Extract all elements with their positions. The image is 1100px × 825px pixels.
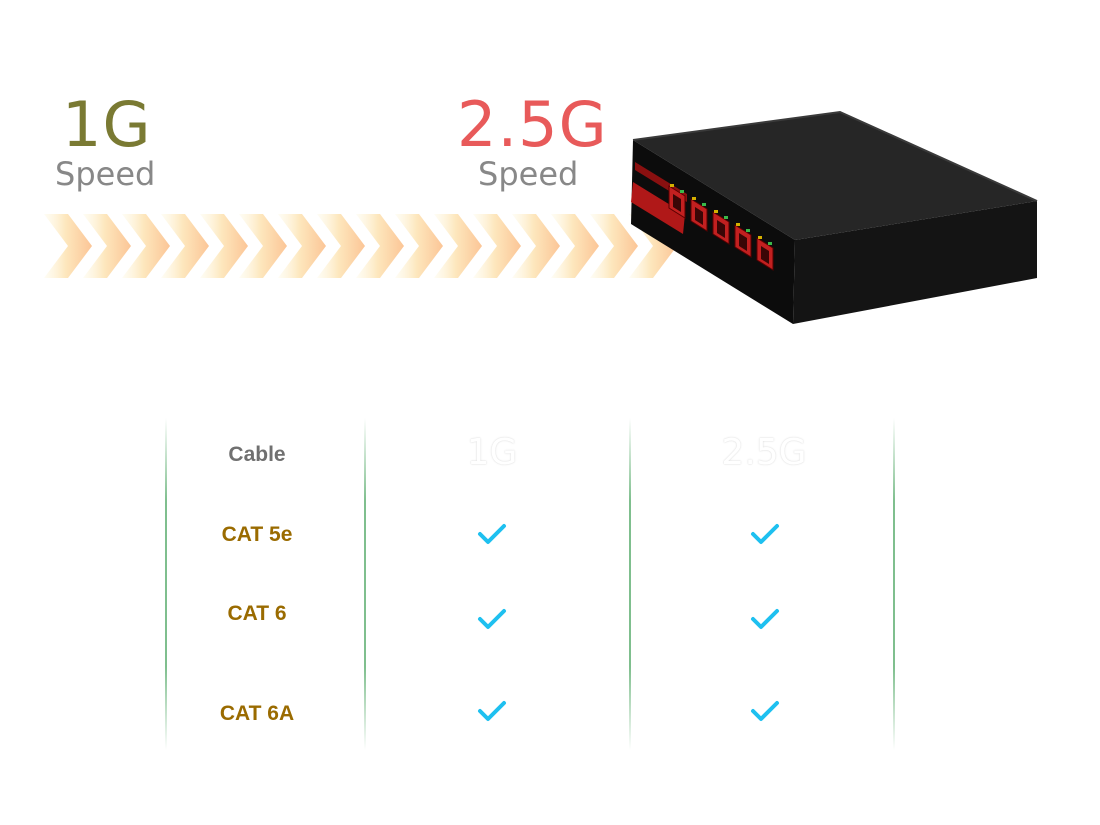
speed-2-5g-label: Speed: [478, 155, 579, 193]
chevron-arrow-icon: [356, 214, 404, 278]
network-switch-image: [631, 110, 1038, 324]
header-2-5g: 2.5G: [721, 432, 807, 473]
check-icon: [751, 701, 779, 721]
chevron-arrow-icon: [278, 214, 326, 278]
chevron-arrow-icon: [317, 214, 365, 278]
header-cable: Cable: [228, 443, 286, 466]
chevron-arrow-icon: [83, 214, 131, 278]
cable-cat6-label: CAT 6: [227, 602, 287, 625]
cable-cat5e-label: CAT 5e: [221, 523, 293, 546]
chevron-arrow-icon: [434, 214, 482, 278]
chevron-arrow-icon: [395, 214, 443, 278]
chevron-arrow-icon: [590, 214, 638, 278]
chevron-arrow-icon: [161, 214, 209, 278]
speed-1g-number: 1G: [62, 88, 152, 161]
chevron-arrow-icon: [122, 214, 170, 278]
table-divider-3: [629, 418, 631, 750]
chevron-arrow-icon: [473, 214, 521, 278]
check-icon: [751, 524, 779, 544]
check-icon: [478, 609, 506, 629]
chevron-arrow-icon: [512, 214, 560, 278]
table-divider-1: [165, 418, 167, 750]
chevron-arrow-icon: [551, 214, 599, 278]
speed-1g-label: Speed: [55, 155, 156, 193]
speed-2-5g-number: 2.5G: [457, 88, 608, 161]
table-divider-4: [893, 418, 895, 750]
table-divider-2: [364, 418, 366, 750]
chevron-arrow-icon: [200, 214, 248, 278]
check-icon: [478, 701, 506, 721]
check-icon: [751, 609, 779, 629]
cable-cat6a-label: CAT 6A: [219, 702, 295, 725]
header-1g: 1G: [466, 432, 518, 473]
speed-arrow-band: [44, 214, 677, 278]
chevron-arrow-icon: [44, 214, 92, 278]
check-icon: [478, 524, 506, 544]
chevron-arrow-icon: [239, 214, 287, 278]
